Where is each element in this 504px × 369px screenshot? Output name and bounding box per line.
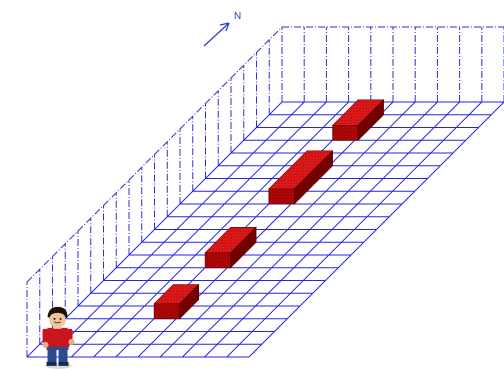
lego-minifigure[interactable] xyxy=(42,306,75,369)
dashed-walls xyxy=(26,26,504,357)
block-side-face xyxy=(357,99,384,142)
block-front-face xyxy=(204,252,231,269)
minifigure-left-leg xyxy=(47,348,57,364)
minifigure-right-eye xyxy=(59,317,62,320)
minifigure-right-shoe xyxy=(58,361,69,366)
block-front-face xyxy=(268,188,295,205)
block-front-face xyxy=(332,125,359,141)
block-2 xyxy=(204,226,257,269)
minifigure-left-shoe xyxy=(46,361,57,366)
red-blocks xyxy=(153,99,385,320)
block-4 xyxy=(331,99,385,142)
minifigure-right-leg xyxy=(58,348,68,364)
grid-floor xyxy=(26,101,504,358)
grid-line-col xyxy=(226,101,483,358)
compass-arrow-icon xyxy=(203,23,229,47)
minifigure-hips xyxy=(46,345,69,350)
minifigure-neck xyxy=(53,324,62,329)
grid-line-col xyxy=(204,101,460,358)
grid-line-col xyxy=(71,101,327,358)
grid-line-col xyxy=(48,101,305,358)
grid-line-col xyxy=(26,101,283,358)
grid-line-col xyxy=(159,101,416,358)
minifigure-head xyxy=(49,312,66,326)
compass-label: N xyxy=(234,11,241,22)
grid-line-col xyxy=(182,101,438,358)
minifigure-hair xyxy=(47,306,68,318)
minifigure-left-arm xyxy=(42,328,49,343)
compass-arrowhead-icon xyxy=(219,22,230,32)
block-front-face xyxy=(153,303,180,320)
compass: N xyxy=(203,11,241,47)
block-side-face xyxy=(230,226,257,269)
minifigure-right-hand xyxy=(68,338,75,345)
block-side-face xyxy=(179,283,199,320)
block-3 xyxy=(268,150,334,205)
block-1 xyxy=(153,283,200,320)
minifigure-left-hand xyxy=(42,341,49,348)
minifigure-mouth xyxy=(54,321,61,324)
minifigure-left-eye xyxy=(53,317,56,320)
block-side-face xyxy=(293,150,333,205)
minifigure-torso xyxy=(45,327,70,347)
grid-line-col xyxy=(93,101,349,358)
grid-line-col xyxy=(248,101,504,358)
left-wall-top-edge xyxy=(26,26,283,283)
